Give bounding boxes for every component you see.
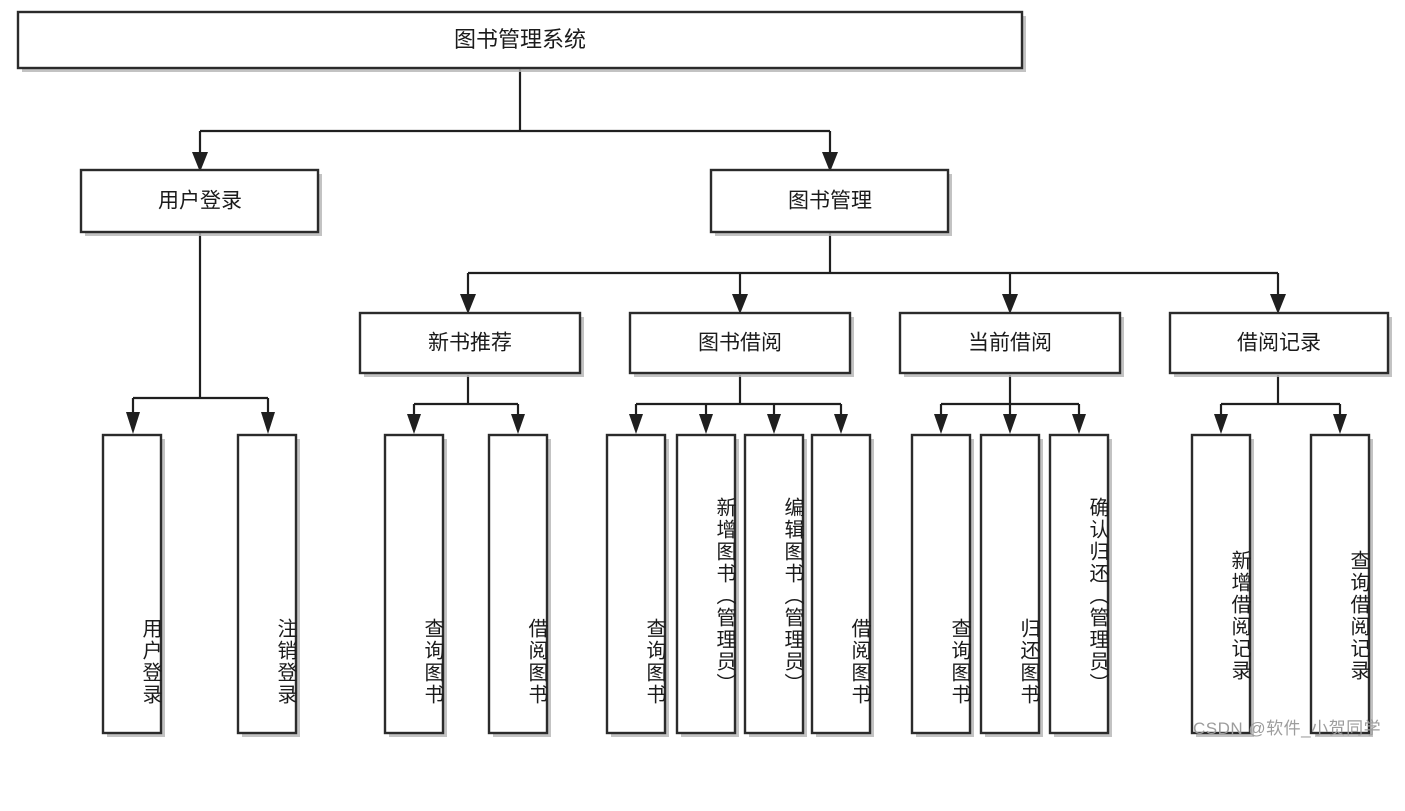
arrowhead-book-manage (822, 152, 838, 172)
arrowhead-leaf-borrow-book-2 (834, 414, 848, 434)
arrowhead-leaf-logout (261, 412, 275, 434)
diagram-canvas-root: 图书管理系统 用户登录 图书管理 新书推荐 图书借阅 当前借阅 (16, 10, 1392, 738)
node-leaf-borrow-book-1-box[interactable] (487, 433, 549, 735)
node-leaf-query-book-3[interactable] (910, 433, 974, 737)
arrowhead-leaf-add-record (1214, 414, 1228, 434)
arrowhead-new-book-rec (460, 294, 476, 314)
node-book-manage-box[interactable] (709, 168, 950, 234)
node-leaf-borrow-book-2[interactable] (810, 433, 874, 737)
node-current-borrow-label: 当前借阅 (968, 332, 1052, 355)
node-leaf-borrow-book-2-box[interactable] (810, 433, 872, 735)
node-leaf-query-book-3-box[interactable] (910, 433, 972, 735)
edge-group-book-borrow (629, 375, 848, 434)
node-current-borrow[interactable]: 当前借阅 (898, 311, 1124, 377)
node-leaf-return-book[interactable] (979, 433, 1043, 737)
node-leaf-add-book[interactable] (675, 433, 739, 737)
node-leaf-edit-book-box[interactable] (743, 433, 805, 735)
node-new-book-rec[interactable]: 新书推荐 (358, 311, 584, 377)
edge-group-user-login (126, 232, 275, 434)
node-book-manage[interactable]: 图书管理 (709, 168, 952, 236)
arrowhead-leaf-add-book (699, 414, 713, 434)
node-root-label: 图书管理系统 (454, 27, 586, 52)
node-leaf-query-book-2[interactable] (605, 433, 669, 737)
node-leaf-add-book-box[interactable] (675, 433, 737, 735)
edge-group-root (192, 68, 838, 172)
node-book-manage-label: 图书管理 (788, 190, 872, 213)
node-new-book-rec-box[interactable] (358, 311, 582, 375)
node-user-login-box[interactable] (79, 168, 320, 234)
node-borrow-record[interactable]: 借阅记录 (1168, 311, 1392, 377)
node-book-borrow-box[interactable] (628, 311, 852, 375)
arrowhead-current-borrow (1002, 294, 1018, 314)
arrowhead-leaf-return-book (1003, 414, 1017, 434)
node-user-login-label: 用户登录 (158, 190, 242, 213)
edge-group-new-book-rec (407, 375, 525, 434)
node-leaf-query-record[interactable] (1309, 433, 1373, 737)
arrowhead-leaf-user-login (126, 412, 140, 434)
node-leaf-query-book-1[interactable] (383, 433, 447, 737)
node-book-borrow-label: 图书借阅 (698, 332, 782, 355)
arrowhead-leaf-query-book-2 (629, 414, 643, 434)
node-root-box[interactable] (16, 10, 1024, 70)
arrowhead-leaf-borrow-book-1 (511, 414, 525, 434)
arrowhead-leaf-confirm-return (1072, 414, 1086, 434)
node-leaf-borrow-book-1[interactable] (487, 433, 551, 737)
node-borrow-record-box[interactable] (1168, 311, 1390, 375)
node-leaf-edit-book[interactable] (743, 433, 807, 737)
arrowhead-leaf-query-record (1333, 414, 1347, 434)
node-new-book-rec-label: 新书推荐 (428, 332, 512, 355)
node-leaf-add-record[interactable] (1190, 433, 1254, 737)
node-leaf-query-book-2-box[interactable] (605, 433, 667, 735)
arrowhead-leaf-query-book-3 (934, 414, 948, 434)
node-root[interactable]: 图书管理系统 (16, 10, 1026, 72)
edge-group-borrow-record (1214, 375, 1347, 434)
node-leaf-return-book-box[interactable] (979, 433, 1041, 735)
arrowhead-leaf-query-book-1 (407, 414, 421, 434)
edge-group-book-manage (460, 232, 1286, 314)
watermark-text: CSDN @软件_小贺同学 (1193, 719, 1382, 738)
node-leaf-logout-box[interactable] (236, 433, 298, 735)
node-leaf-query-book-1-box[interactable] (383, 433, 445, 735)
node-leaf-logout[interactable] (236, 433, 300, 737)
arrowhead-leaf-edit-book (767, 414, 781, 434)
node-current-borrow-box[interactable] (898, 311, 1122, 375)
node-leaf-query-record-box[interactable] (1309, 433, 1371, 735)
node-user-login[interactable]: 用户登录 (79, 168, 322, 236)
node-borrow-record-label: 借阅记录 (1237, 332, 1321, 355)
arrowhead-user-login (192, 152, 208, 172)
node-leaf-add-record-box[interactable] (1190, 433, 1252, 735)
node-leaf-confirm-return-box[interactable] (1048, 433, 1110, 735)
hierarchy-diagram-svg: 图书管理系统 用户登录 图书管理 新书推荐 图书借阅 当前借阅 (16, 10, 1392, 737)
edge-group-current-borrow (934, 375, 1086, 434)
node-leaf-confirm-return[interactable] (1048, 433, 1112, 737)
node-leaf-user-login[interactable] (101, 433, 165, 737)
arrowhead-book-borrow (732, 294, 748, 314)
node-leaf-user-login-box[interactable] (101, 433, 163, 735)
arrowhead-borrow-record (1270, 294, 1286, 314)
node-book-borrow[interactable]: 图书借阅 (628, 311, 854, 377)
